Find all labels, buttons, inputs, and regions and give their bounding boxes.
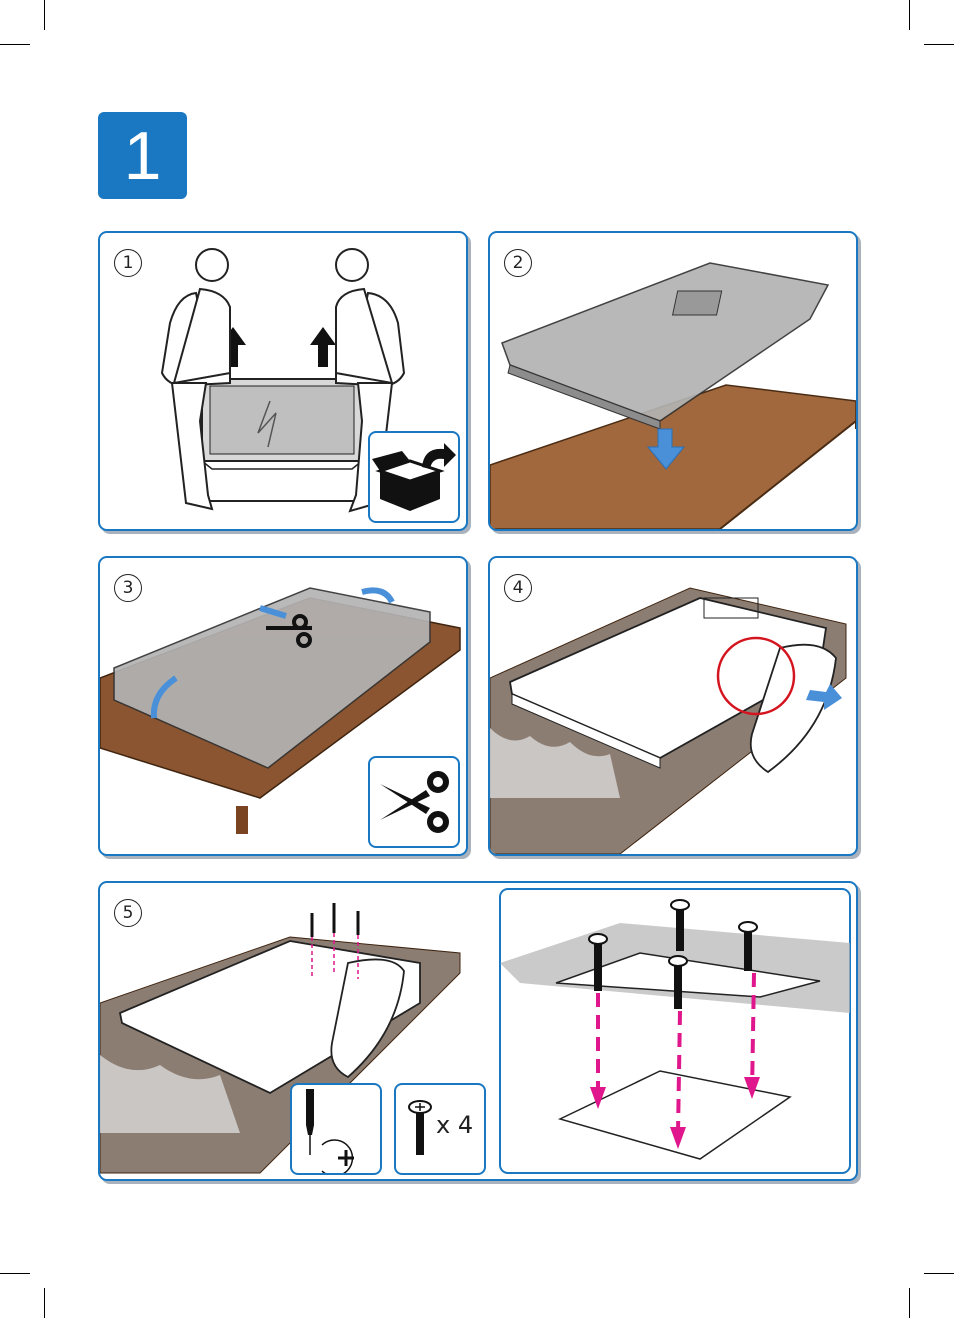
step-5-panel: 5 bbox=[98, 881, 858, 1181]
attach-stand-illustration bbox=[490, 558, 856, 854]
step-1-panel: 1 bbox=[98, 231, 468, 531]
screwdriver-sub-panel bbox=[290, 1083, 382, 1175]
step-4-number: 4 bbox=[504, 574, 532, 602]
crop-mark bbox=[44, 1288, 45, 1318]
step-4-panel: 4 bbox=[488, 556, 858, 856]
screws-sub-panel: x 4 bbox=[394, 1083, 486, 1175]
step-2-panel: 2 bbox=[488, 231, 858, 531]
scissors-icon bbox=[370, 758, 458, 846]
step-5-number: 5 bbox=[114, 899, 142, 927]
crop-mark bbox=[924, 44, 954, 45]
step-3-panel: 3 bbox=[98, 556, 468, 856]
crop-mark bbox=[909, 1288, 910, 1318]
unpack-sub-panel bbox=[368, 431, 460, 523]
crop-mark bbox=[0, 1273, 30, 1274]
crop-mark bbox=[909, 0, 910, 30]
step-3-number: 3 bbox=[114, 574, 142, 602]
step-1-number: 1 bbox=[114, 249, 142, 277]
crop-mark bbox=[924, 1273, 954, 1274]
crop-mark bbox=[44, 0, 45, 30]
crop-mark bbox=[0, 44, 30, 45]
scissors-sub-panel bbox=[368, 756, 460, 848]
table-place-illustration bbox=[490, 233, 856, 529]
screw-icon bbox=[400, 1085, 440, 1173]
screwdriver-icon bbox=[292, 1085, 380, 1173]
unpack-box-icon bbox=[370, 433, 458, 521]
screw-quantity: x 4 bbox=[436, 1111, 473, 1139]
page-number: 1 bbox=[98, 112, 187, 199]
step-2-number: 2 bbox=[504, 249, 532, 277]
